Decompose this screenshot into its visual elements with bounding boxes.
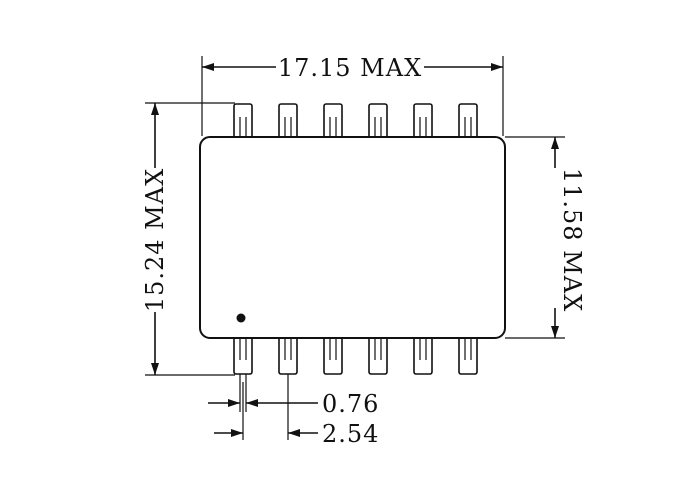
bottom-pin-4 xyxy=(368,335,388,375)
top-pin-4 xyxy=(368,103,388,141)
pin-pitch-dimension: 2.54 xyxy=(214,374,379,448)
bottom-pin-3 xyxy=(323,335,343,375)
bottom-pin-6 xyxy=(458,335,478,375)
top-pins xyxy=(233,103,478,141)
bottom-pin-2 xyxy=(278,335,298,375)
package-body xyxy=(199,136,506,339)
top-pin-2 xyxy=(278,103,298,141)
pin-width-arrow-right xyxy=(246,399,258,407)
width-label: 17.15 MAX xyxy=(278,54,422,82)
body-height-dimension: 11.58 MAX xyxy=(505,136,586,339)
total-height-label: 15.24 MAX xyxy=(141,168,169,312)
bottom-pin-1 xyxy=(233,335,253,375)
top-pin-3 xyxy=(323,103,343,141)
width-arrow-right xyxy=(491,63,503,71)
bottom-pin-5 xyxy=(413,335,433,375)
pin-pitch-arrow-right xyxy=(288,429,300,437)
bottom-pins xyxy=(233,335,478,375)
body-height-arrow-top xyxy=(551,137,559,149)
top-pin-6 xyxy=(458,103,478,141)
width-arrow-left xyxy=(202,63,214,71)
top-pin-1 xyxy=(233,103,253,141)
pin-width-label: 0.76 xyxy=(322,390,379,418)
body-height-arrow-bottom xyxy=(551,326,559,338)
total-height-dimension: 15.24 MAX xyxy=(141,102,235,376)
total-height-arrow-top xyxy=(151,103,159,115)
body-height-label: 11.58 MAX xyxy=(558,168,586,312)
pin-width-dimension: 0.76 xyxy=(208,374,379,418)
pin1-marker xyxy=(236,313,246,323)
pin-width-arrow-left xyxy=(228,399,240,407)
total-height-arrow-bottom xyxy=(151,363,159,375)
pin-pitch-arrow-left xyxy=(231,429,243,437)
top-pin-5 xyxy=(413,103,433,141)
width-dimension: 17.15 MAX xyxy=(201,54,504,136)
pin-pitch-label: 2.54 xyxy=(322,420,379,448)
